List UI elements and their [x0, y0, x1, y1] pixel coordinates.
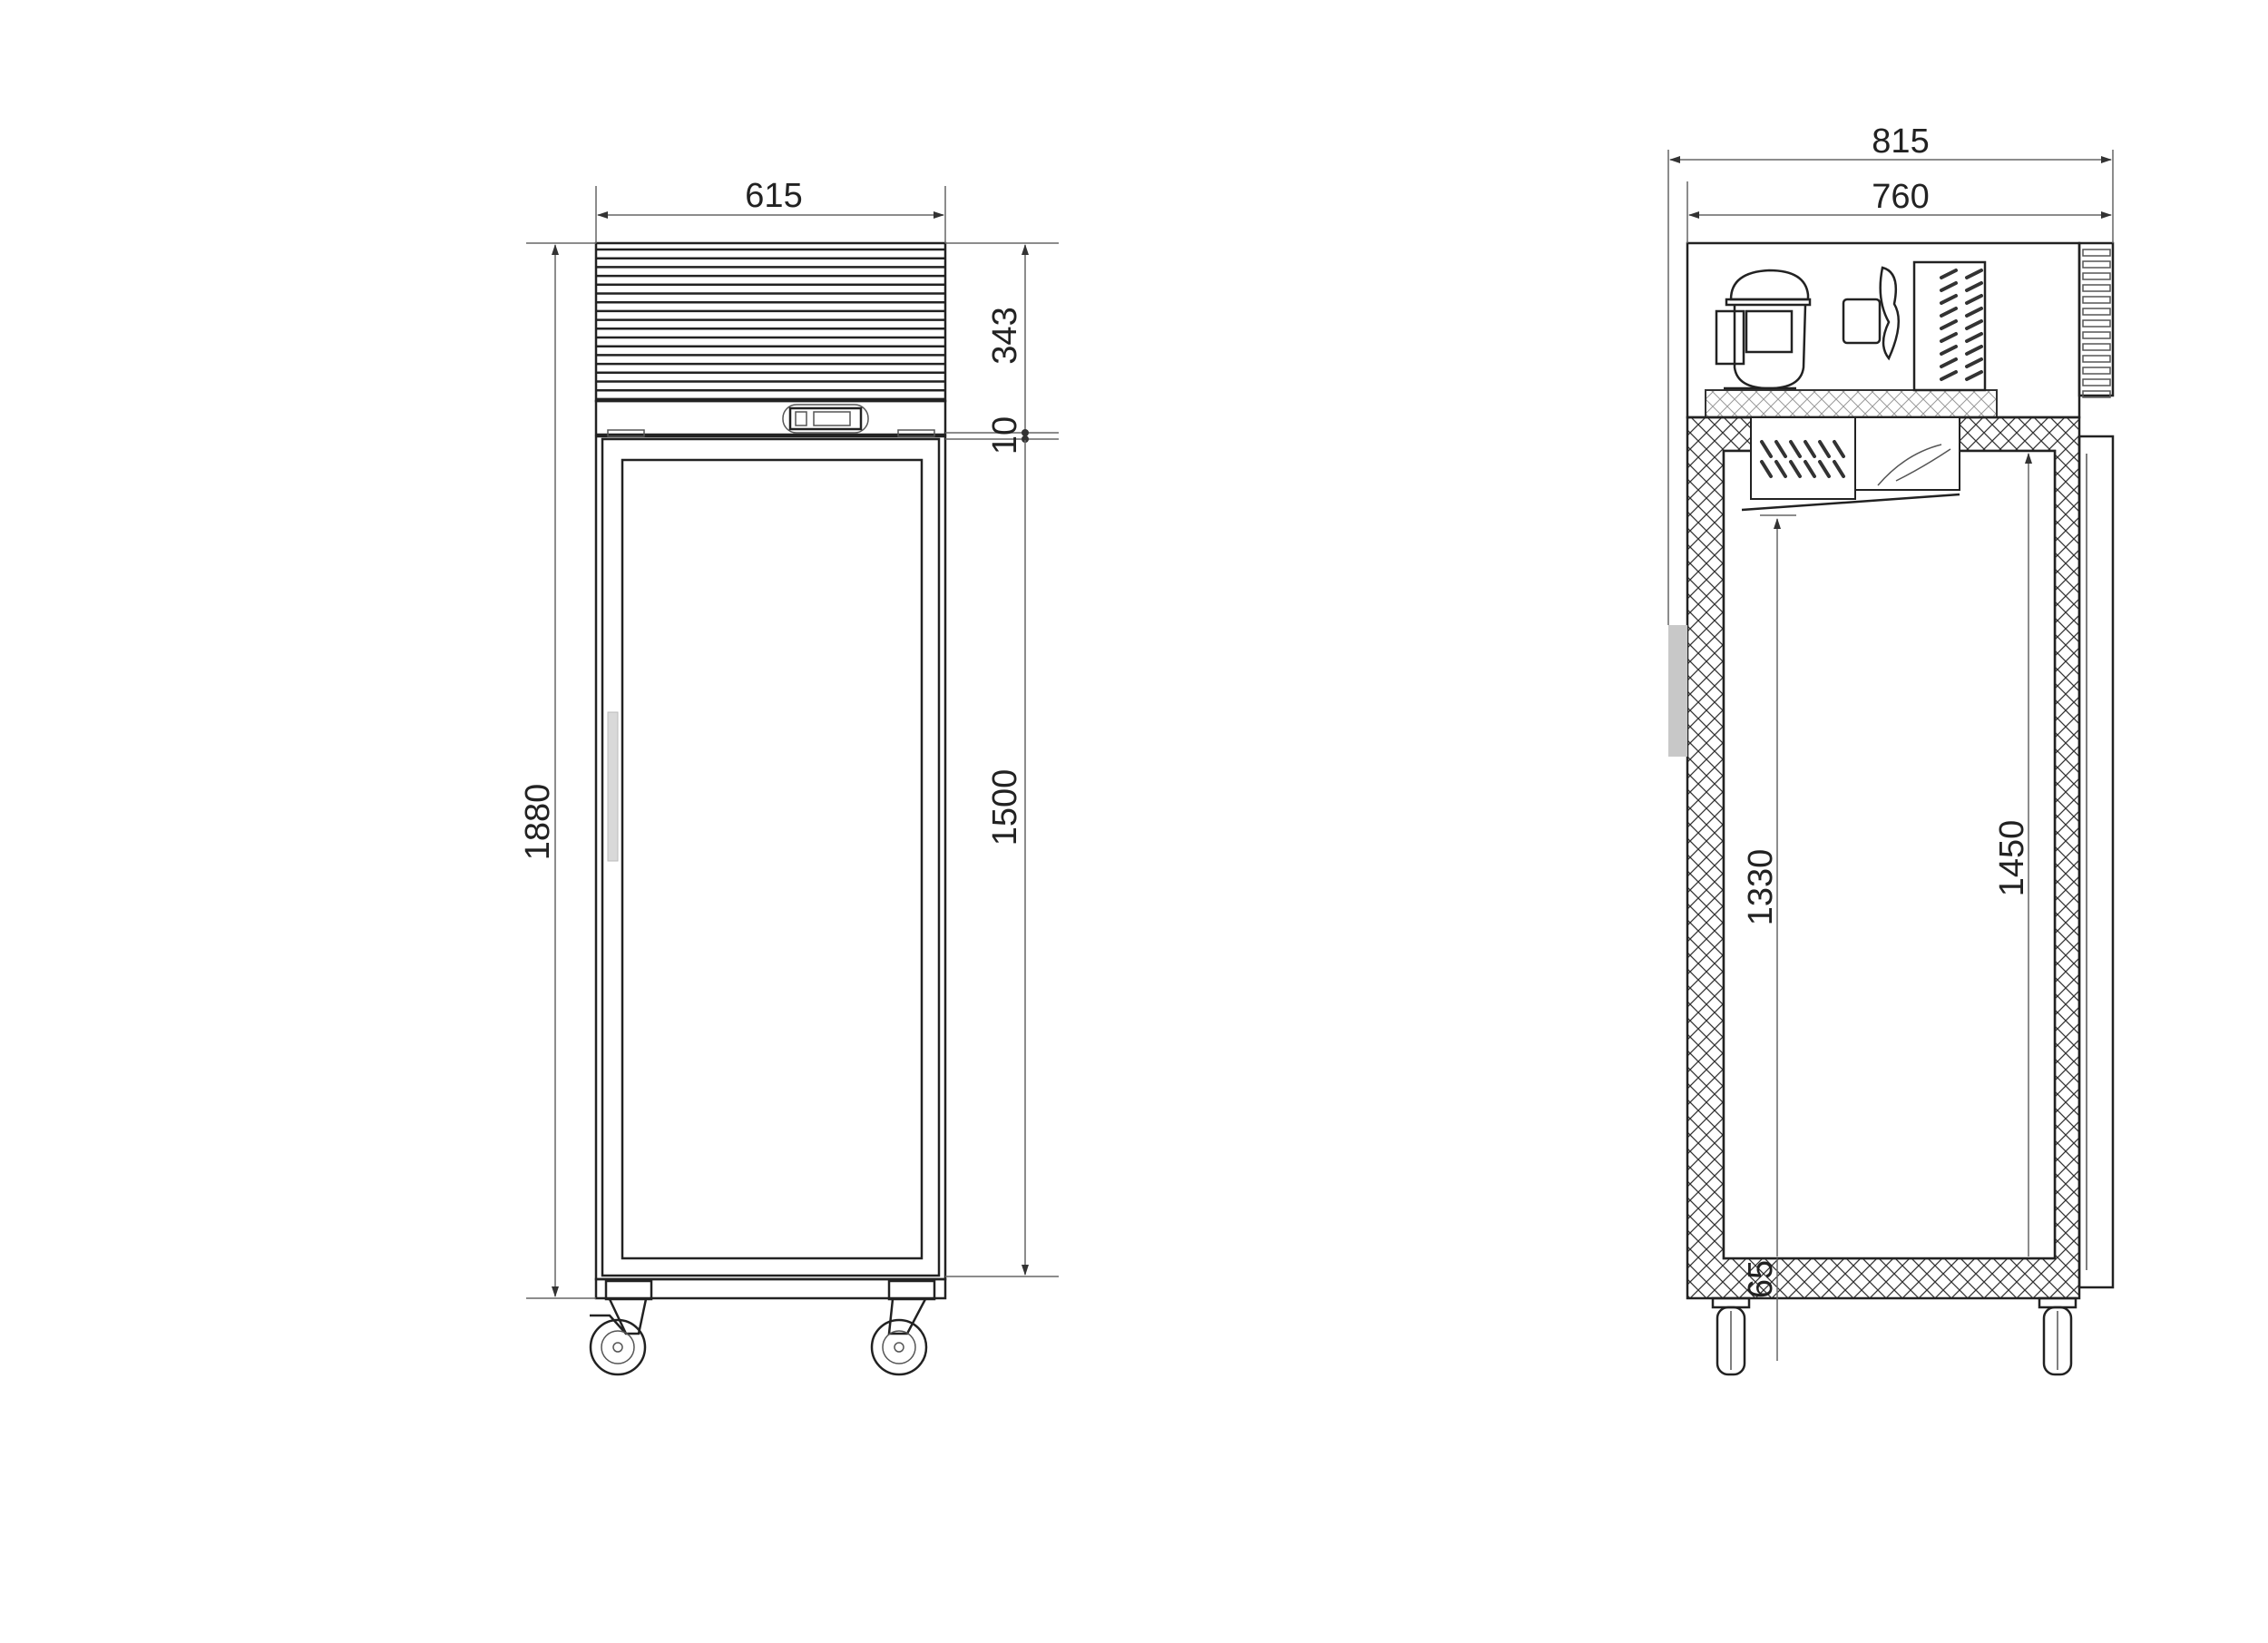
louver-fin: [2082, 319, 2111, 328]
side-caster-left: [1711, 1296, 1751, 1376]
dim-label-floor-thickness: 65: [1742, 1260, 1780, 1298]
coil-slot: [1940, 319, 1958, 330]
coil-slot: [1965, 269, 1983, 279]
louver-slats: [596, 248, 945, 401]
dimension-floor-thickness: 65: [1742, 1258, 1780, 1361]
evaporator-slot: [1804, 460, 1816, 478]
evaporator-slot: [1818, 440, 1831, 458]
coil-slot: [1940, 307, 1958, 318]
dim-label-door-height: 1500: [986, 769, 1024, 846]
dimension-body-depth: 760: [1686, 178, 2112, 243]
evaporator-slot: [1833, 460, 1845, 478]
coil-slot: [1940, 269, 1958, 279]
controller-bezel: [782, 404, 869, 434]
front-view: 615 1880 343 10 1500: [519, 177, 1059, 1376]
coil-slot: [1940, 281, 1958, 292]
dimension-overall-depth: 815: [1667, 122, 2114, 625]
cabinet-base: [594, 1277, 947, 1300]
dim-label-gap: 10: [986, 416, 1024, 455]
louver-fin: [2082, 355, 2111, 363]
dimension-interior-clear-height: 1330: [1742, 514, 1796, 1257]
louver-fin: [2082, 378, 2111, 386]
evaporator-slot: [1760, 460, 1773, 478]
coil-slot: [1965, 294, 1983, 305]
louver-fin: [2082, 331, 2111, 339]
dimension-total-height: 1880: [519, 242, 596, 1299]
louver-fin: [2082, 296, 2111, 304]
dim-label-interior-clear-height: 1330: [1742, 849, 1780, 926]
condenser-fan: [1842, 266, 1900, 361]
cabinet-body: [594, 435, 947, 1281]
dim-label-overall-depth: 815: [1872, 122, 1929, 161]
hinge-top-right: [897, 429, 935, 437]
caster-left: [589, 1279, 653, 1376]
coil-slot: [1965, 319, 1983, 330]
dim-label-body-depth: 760: [1872, 178, 1929, 216]
door-handle: [607, 711, 619, 862]
coil-slot: [1940, 345, 1958, 356]
coil-slot: [1965, 357, 1983, 368]
dim-label-interior-height: 1450: [1993, 820, 2031, 897]
interior-cavity: [1722, 449, 2057, 1260]
evaporator-slot: [1774, 460, 1787, 478]
evaporator: [1741, 416, 1960, 512]
condenser-coil: [1912, 260, 1987, 392]
coil-slot: [1940, 332, 1958, 343]
side-door: [2077, 435, 2115, 1289]
coil-slot: [1965, 332, 1983, 343]
evaporator-slot: [1774, 440, 1787, 458]
machine-plinth: [1705, 389, 1998, 418]
coil-slot: [1965, 345, 1983, 356]
dim-label-width: 615: [745, 177, 802, 215]
louver-fin: [2082, 260, 2111, 269]
compressor: [1715, 269, 1812, 390]
coil-slot: [1940, 357, 1958, 368]
evaporator-slot: [1760, 440, 1773, 458]
louver-fin: [2082, 367, 2111, 375]
coil-slot: [1965, 281, 1983, 292]
dimension-width: 615: [595, 177, 946, 243]
louver-fin: [2082, 343, 2111, 351]
dimension-right-stack: 343 10 1500: [945, 242, 1059, 1277]
coil-slot: [1940, 370, 1958, 381]
evaporator-slot: [1789, 440, 1802, 458]
evaporator-slot: [1804, 440, 1816, 458]
controller-display: [788, 406, 863, 431]
glass-door: [601, 437, 941, 1277]
controller-readout: [813, 411, 851, 426]
louver-fin: [2082, 272, 2111, 280]
coil-slot: [1965, 307, 1983, 318]
louver-fin: [2082, 308, 2111, 316]
side-view: 815 760 1330 1450 65: [1667, 122, 2115, 1376]
caster-right: [870, 1279, 936, 1376]
coil-slot: [1940, 294, 1958, 305]
evaporator-slot: [1818, 460, 1831, 478]
louver-fin: [2082, 390, 2111, 398]
coil-slot: [1965, 370, 1983, 381]
dim-label-top-unit: 343: [986, 307, 1024, 364]
louver-fin: [2082, 284, 2111, 292]
evaporator-slot: [1833, 440, 1845, 458]
side-caster-right: [2038, 1296, 2077, 1376]
controller-switch: [795, 411, 807, 426]
gasket-strip: [1668, 625, 1687, 757]
dim-label-total-height: 1880: [519, 784, 557, 861]
glass-pane: [621, 458, 924, 1260]
side-louver: [2077, 241, 2115, 397]
control-panel-band: [594, 399, 947, 436]
hinge-top-left: [607, 429, 645, 437]
evaporator-slot: [1789, 460, 1802, 478]
dimension-interior-height: 1450: [1993, 453, 2032, 1257]
louver-fin: [2082, 249, 2111, 257]
